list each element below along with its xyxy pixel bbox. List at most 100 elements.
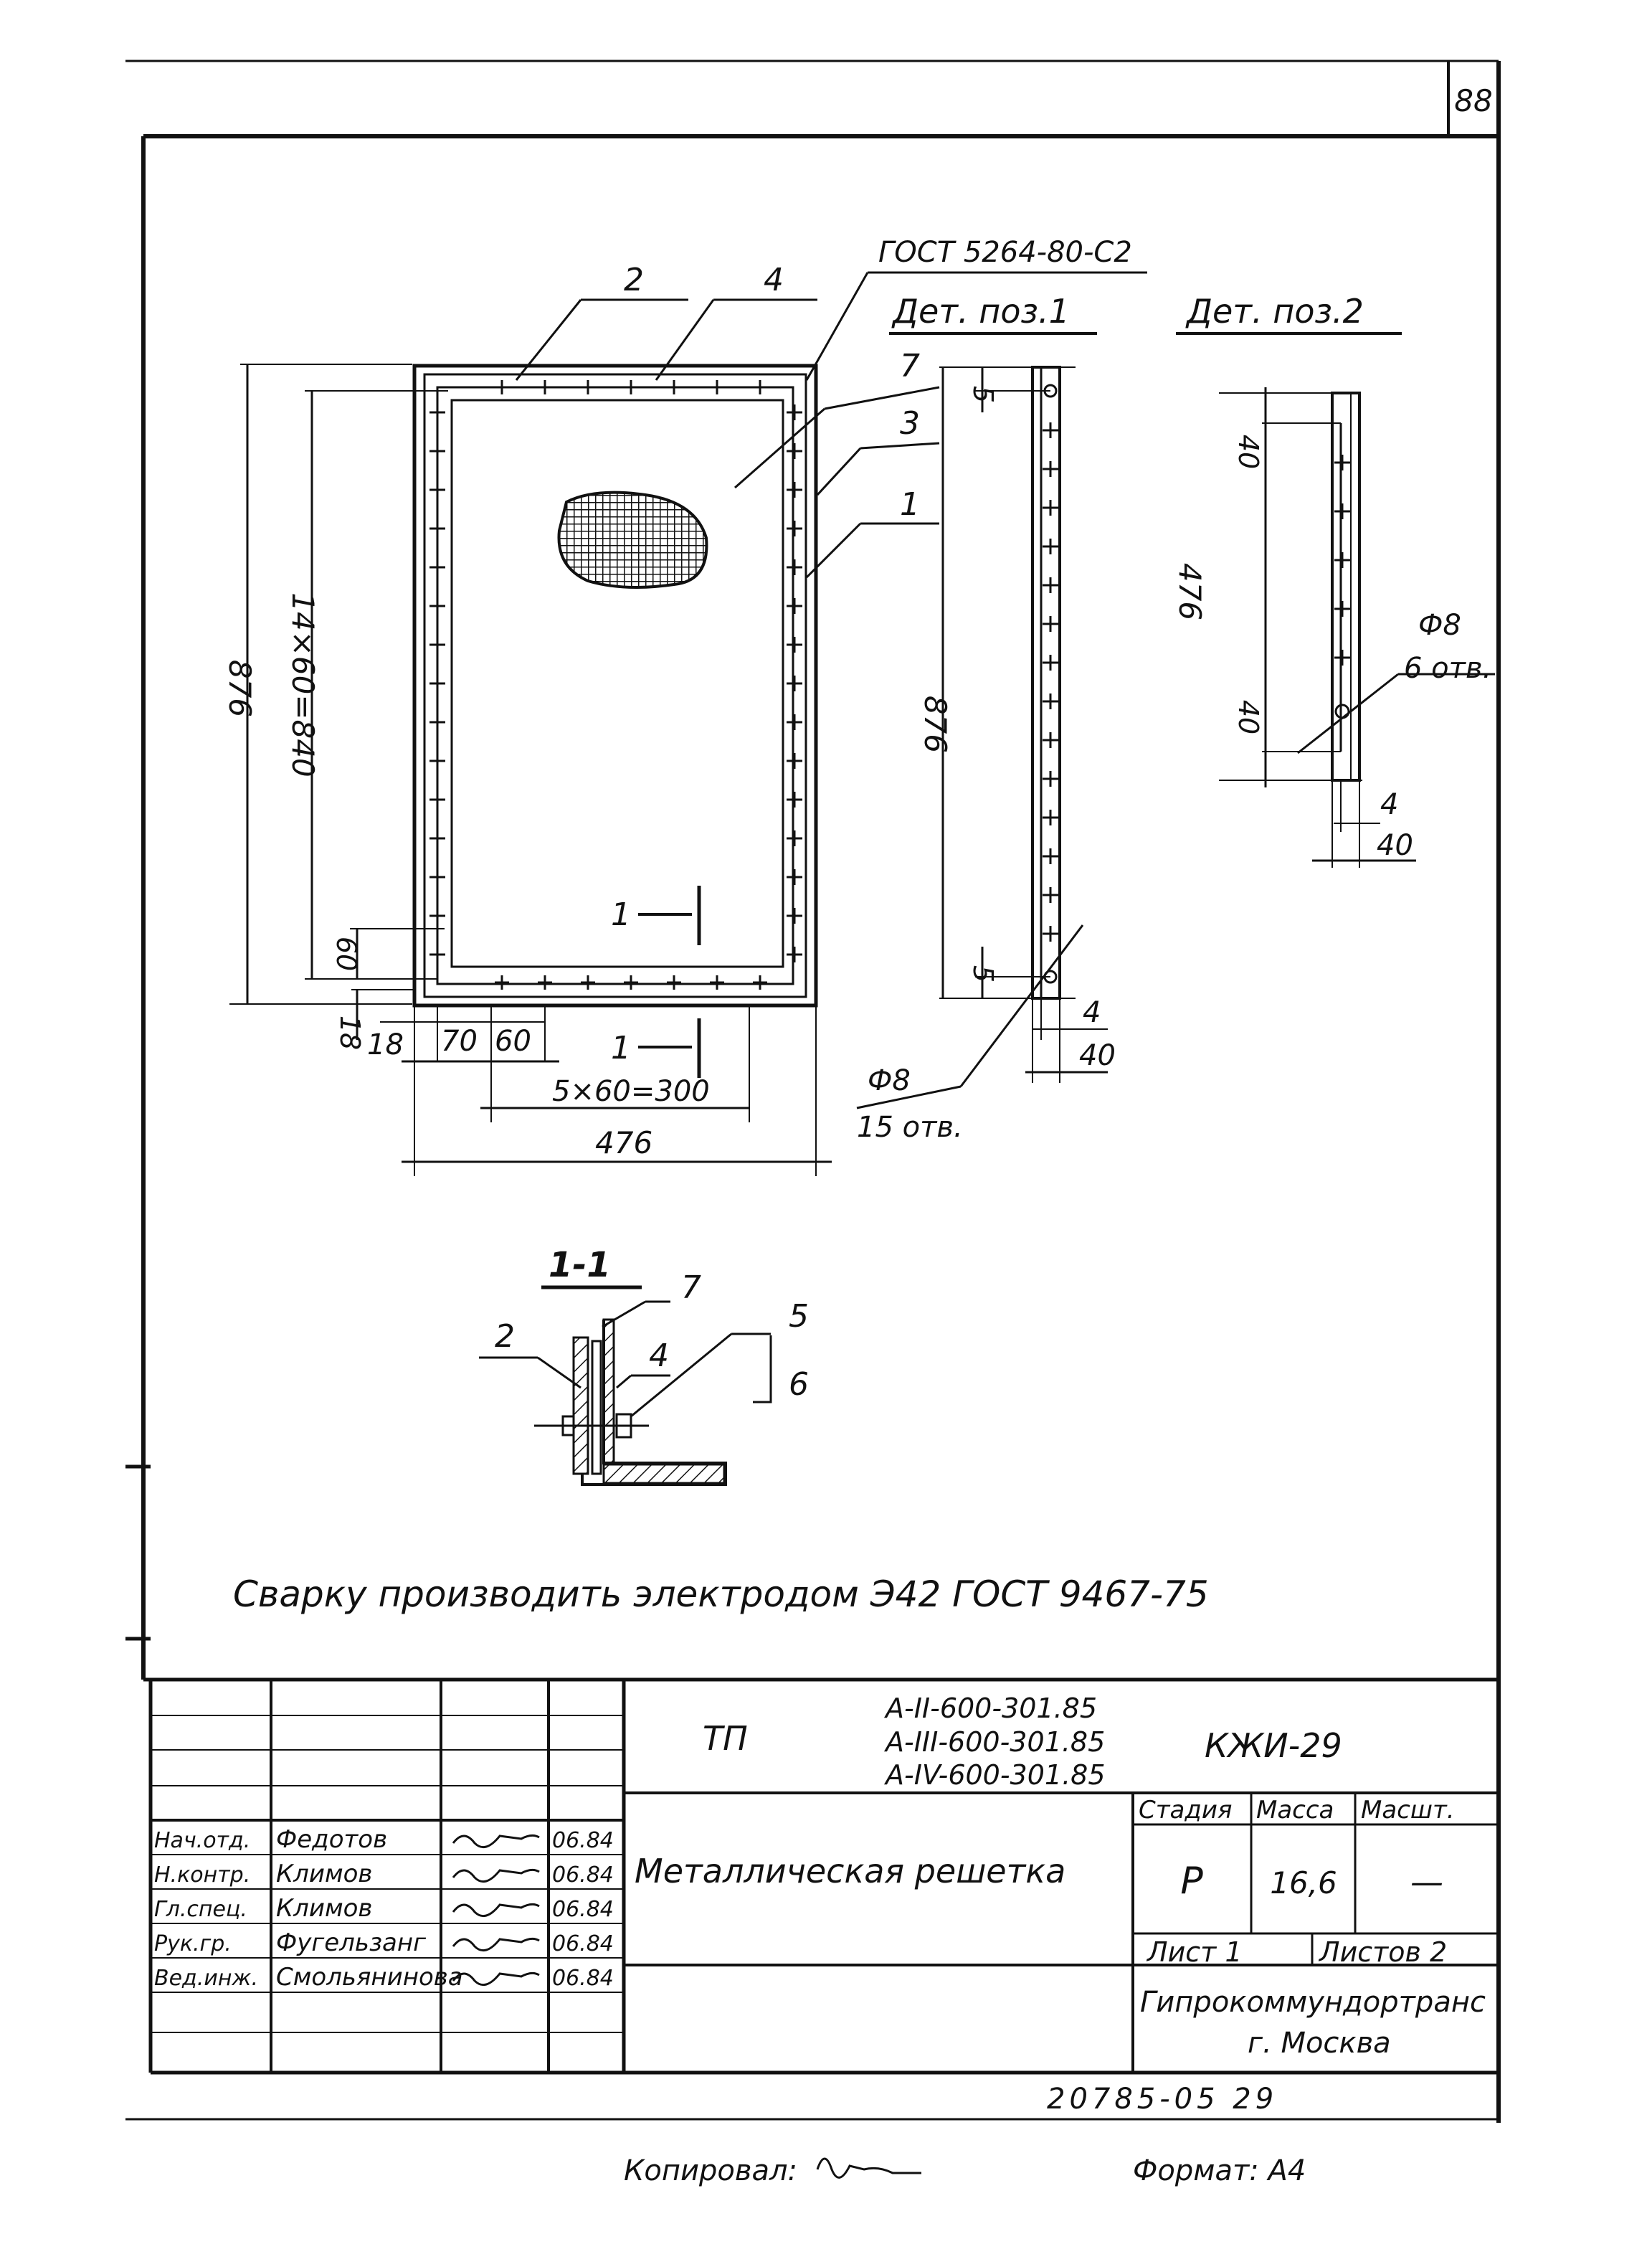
bolt-mark bbox=[787, 482, 802, 498]
d2-dim-top: 40 bbox=[1233, 435, 1264, 469]
sec-callout-5: 5 bbox=[789, 1298, 809, 1335]
tb-code: КЖИ-29 bbox=[1205, 1726, 1342, 1765]
bolt-mark bbox=[787, 637, 802, 653]
dim-pitch-bottom: 60 bbox=[495, 1025, 531, 1058]
bolt-mark bbox=[1043, 771, 1058, 787]
sec-callout-4: 4 bbox=[649, 1338, 669, 1374]
section-marker-bottom: 1 bbox=[611, 1030, 631, 1066]
main-leaders bbox=[515, 271, 1147, 579]
bolt-mark bbox=[1043, 500, 1058, 516]
bolt-mark bbox=[581, 975, 595, 990]
tb-series-3: А-IV-600-301.85 bbox=[883, 1759, 1106, 1791]
bolt-mark bbox=[1043, 926, 1058, 942]
signature-name: Смольянинова bbox=[276, 1963, 463, 1992]
bolt-mark bbox=[1043, 887, 1058, 903]
dim-spacing-bottom: 5×60=300 bbox=[552, 1075, 710, 1108]
dim-edge-a: 18 bbox=[367, 1028, 404, 1061]
dim-offset: 70 bbox=[441, 1025, 478, 1058]
d2-hole-count: 6 отв. bbox=[1404, 652, 1491, 685]
signature-role: Вед.инж. bbox=[154, 1966, 258, 1991]
copied-label: Копировал: bbox=[624, 2154, 797, 2187]
tb-sheets: Листов 2 bbox=[1318, 1936, 1447, 1968]
detail-2-view bbox=[1219, 387, 1495, 868]
tb-scale-label: Масшт. bbox=[1361, 1796, 1455, 1824]
bolt-mark bbox=[1043, 539, 1058, 554]
signature-role: Рук.гр. bbox=[154, 1931, 232, 1956]
d1-dim-bottom-offset: 5 bbox=[967, 965, 999, 983]
signature-role: Гл.спец. bbox=[154, 1897, 247, 1922]
handwritten-signature bbox=[452, 1903, 540, 1918]
main-dimension-lines bbox=[229, 364, 832, 1176]
bolt-mark bbox=[787, 559, 802, 575]
bolt-mark bbox=[624, 380, 638, 394]
section-title: 1-1 bbox=[549, 1245, 611, 1285]
section-markers bbox=[638, 886, 701, 1078]
bolt-mark bbox=[624, 975, 638, 990]
bolt-mark bbox=[787, 521, 802, 536]
d2-dim-length: 476 bbox=[1172, 563, 1207, 620]
d1-dim-top-offset: 5 bbox=[967, 386, 999, 403]
bolt-mark bbox=[1334, 650, 1350, 666]
bolt-mark bbox=[429, 830, 445, 846]
format-label: Формат: А4 bbox=[1133, 2154, 1306, 2187]
dim-edge-bottom: 18 bbox=[334, 1016, 366, 1050]
tb-part-name: Металлическая решетка bbox=[635, 1852, 1065, 1890]
bolt-mark bbox=[1334, 552, 1350, 568]
bolt-mark bbox=[787, 443, 802, 459]
grating-front-view bbox=[412, 364, 818, 1008]
bolt-mark bbox=[429, 637, 445, 653]
bolt-mark bbox=[1043, 693, 1058, 709]
detail-1-view bbox=[856, 366, 1108, 1109]
bolt-mark bbox=[1043, 616, 1058, 632]
gost-weld-note: ГОСТ 5264-80-С2 bbox=[878, 236, 1132, 269]
bolt-mark bbox=[787, 598, 802, 614]
tb-sheet: Лист 1 bbox=[1146, 1936, 1243, 1968]
signature-date: 06.84 bbox=[552, 1897, 614, 1922]
handwritten-signature bbox=[452, 1971, 540, 1987]
signature-name: Фугельзанг bbox=[276, 1928, 427, 1957]
sec-callout-2: 2 bbox=[495, 1318, 515, 1355]
bolt-mark bbox=[710, 380, 724, 394]
signature-date: 06.84 bbox=[552, 1966, 614, 1991]
bolt-mark bbox=[495, 380, 509, 394]
tb-mass-value: 16,6 bbox=[1270, 1865, 1337, 1900]
callout-2: 2 bbox=[624, 262, 644, 298]
tb-stage-value: Р bbox=[1180, 1860, 1203, 1903]
bolt-mark bbox=[667, 380, 681, 394]
bolt-mark bbox=[429, 404, 445, 420]
tb-series-1: А-II-600-301.85 bbox=[883, 1693, 1097, 1724]
signature-date: 06.84 bbox=[552, 1862, 614, 1888]
welding-note: Сварку производить электродом Э42 ГОСТ 9… bbox=[233, 1573, 1209, 1615]
d2-hole-dia: Ф8 bbox=[1418, 609, 1461, 642]
handwritten-signature bbox=[452, 1834, 540, 1849]
sheet-frame bbox=[125, 60, 1501, 2123]
section-marker-top: 1 bbox=[611, 896, 631, 933]
callout-7: 7 bbox=[900, 348, 920, 384]
bolt-mark bbox=[787, 714, 802, 730]
bolt-mark bbox=[787, 869, 802, 885]
signature-date: 06.84 bbox=[552, 1931, 614, 1956]
signature-name: Климов bbox=[276, 1860, 372, 1888]
bolt-mark bbox=[1043, 655, 1058, 671]
dim-height-total: 876 bbox=[222, 660, 257, 717]
signature-role: Н.контр. bbox=[154, 1862, 250, 1888]
bolt-mark bbox=[787, 753, 802, 769]
signature-date: 06.84 bbox=[552, 1828, 614, 1853]
bolt-marks bbox=[429, 380, 802, 990]
d2-dim-width: 40 bbox=[1377, 829, 1413, 862]
d1-hole-count: 15 отв. bbox=[857, 1111, 963, 1144]
bolt-mark bbox=[787, 792, 802, 808]
bolt-mark bbox=[1043, 848, 1058, 864]
bolt-mark bbox=[1334, 601, 1350, 617]
d1-dim-height: 876 bbox=[918, 696, 953, 753]
page-number: 88 bbox=[1454, 83, 1492, 118]
callout-3: 3 bbox=[900, 405, 920, 442]
bolt-mark bbox=[429, 753, 445, 769]
tb-org-name: Гипрокоммундортранс bbox=[1140, 1986, 1486, 2019]
bolt-mark bbox=[787, 676, 802, 691]
bolt-mark bbox=[429, 443, 445, 459]
bolt-mark bbox=[1043, 810, 1058, 825]
bolt-mark bbox=[753, 380, 767, 394]
